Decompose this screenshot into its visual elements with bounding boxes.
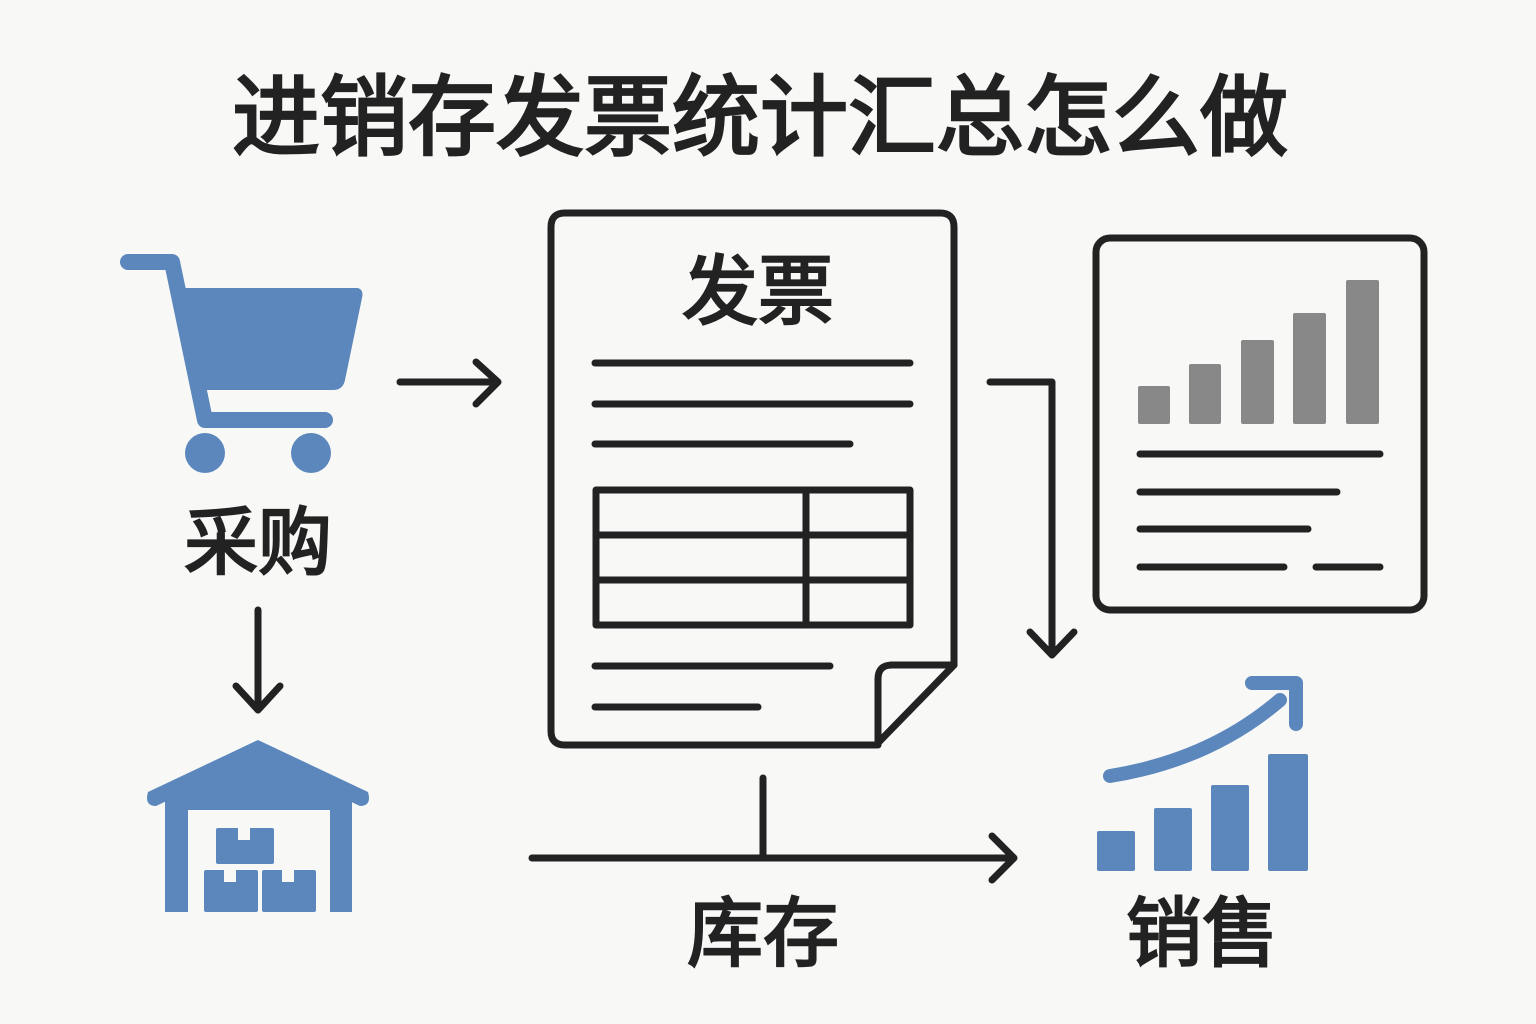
warehouse-icon bbox=[147, 740, 369, 912]
purchase-label: 采购 bbox=[184, 500, 332, 586]
arrow-down-purchase bbox=[232, 606, 284, 714]
invoice-document-icon bbox=[547, 209, 958, 749]
report-chart-icon bbox=[1092, 234, 1428, 614]
arrow-inventory-to-sales bbox=[528, 774, 1018, 884]
invoice-label: 发票 bbox=[682, 247, 834, 336]
sales-label: 销售 bbox=[1126, 889, 1278, 978]
sales-growth-icon bbox=[1097, 676, 1308, 871]
arrow-right-to-invoice bbox=[396, 358, 502, 408]
page-title: 进销存发票统计汇总怎么做 bbox=[232, 66, 1288, 169]
arrow-invoice-to-sales bbox=[986, 378, 1078, 659]
shopping-cart-icon bbox=[120, 254, 363, 473]
inventory-label: 库存 bbox=[687, 889, 839, 978]
